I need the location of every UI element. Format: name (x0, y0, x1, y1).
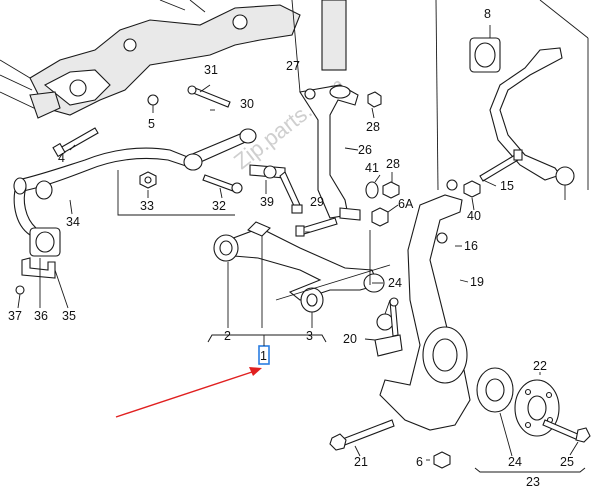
label-24-hub[interactable]: 24 (508, 455, 522, 469)
ball-joint-part-20 (374, 299, 403, 357)
red-arrow-indicator (115, 367, 262, 418)
label-2[interactable]: 2 (224, 329, 231, 343)
label-23[interactable]: 23 (526, 475, 540, 489)
bolt-part-25 (542, 419, 591, 443)
upper-control-link-30 (183, 128, 257, 171)
group-frame-diag (275, 264, 391, 301)
label-28-mid[interactable]: 28 (386, 157, 400, 171)
label-6a[interactable]: 6A (398, 197, 414, 211)
bolt-part-21 (329, 419, 395, 451)
steering-axis-line (435, 0, 439, 191)
label-5[interactable]: 5 (148, 117, 155, 131)
label-29[interactable]: 29 (310, 195, 324, 209)
label-32[interactable]: 32 (212, 199, 226, 213)
washers-41-28 (365, 181, 400, 227)
label-30[interactable]: 30 (240, 97, 254, 111)
label-6[interactable]: 6 (416, 455, 423, 469)
label-8[interactable]: 8 (484, 7, 491, 21)
group-frame-left (117, 170, 235, 216)
label-22[interactable]: 22 (533, 359, 547, 373)
shock-absorber-26-27 (299, 0, 359, 219)
label-25[interactable]: 25 (560, 455, 574, 469)
label-33[interactable]: 33 (140, 199, 154, 213)
label-24-arm[interactable]: 24 (388, 276, 402, 290)
label-40[interactable]: 40 (467, 209, 481, 223)
bolt-part-29 (295, 217, 338, 237)
nut-part-33 (139, 171, 157, 189)
bolt-part-32 (202, 174, 243, 194)
callout-labels: 1 2 3 4 5 6 6A 8 15 16 19 20 21 22 23 24… (8, 7, 574, 489)
label-31[interactable]: 31 (204, 63, 218, 77)
label-39[interactable]: 39 (260, 195, 274, 209)
bracket-part-1 (207, 334, 327, 343)
steering-knuckle-19 (379, 179, 471, 431)
label-15[interactable]: 15 (500, 179, 514, 193)
leader-27 (291, 0, 301, 93)
bolt-part-15 (479, 149, 523, 182)
bracket-part-23 (474, 467, 586, 473)
nut-part-6-bottom (433, 451, 451, 469)
nut-part-5 (147, 94, 159, 113)
bushing-part-35-36 (15, 227, 61, 295)
coupling-rod-39 (249, 164, 303, 214)
stabilizer-bar (13, 147, 191, 236)
label-4[interactable]: 4 (58, 151, 65, 165)
label-41[interactable]: 41 (365, 161, 379, 175)
frame-right-top (539, 0, 589, 39)
bolt-part-31 (187, 85, 231, 108)
label-37[interactable]: 37 (8, 309, 22, 323)
bushing-part-8 (469, 37, 501, 73)
label-21[interactable]: 21 (354, 455, 368, 469)
label-19[interactable]: 19 (470, 275, 484, 289)
label-34[interactable]: 34 (66, 215, 80, 229)
upper-wishbone-right (489, 47, 575, 200)
label-35[interactable]: 35 (62, 309, 76, 323)
bolt-part-4 (52, 127, 99, 158)
label-16[interactable]: 16 (464, 239, 478, 253)
subframe-crossmember (0, 0, 301, 119)
label-26[interactable]: 26 (358, 143, 372, 157)
leader-lines (17, 25, 579, 461)
nut-part-40 (463, 180, 481, 198)
label-28-top[interactable]: 28 (366, 120, 380, 134)
label-36[interactable]: 36 (34, 309, 48, 323)
label-3[interactable]: 3 (306, 329, 313, 343)
nut-part-28-top (367, 91, 382, 108)
bolt-part-24 (389, 297, 399, 337)
label-1[interactable]: 1 (260, 349, 267, 363)
label-27[interactable]: 27 (286, 59, 300, 73)
spacer-part (339, 207, 361, 221)
lower-control-arm-1[interactable] (213, 221, 385, 313)
label-20[interactable]: 20 (343, 332, 357, 346)
